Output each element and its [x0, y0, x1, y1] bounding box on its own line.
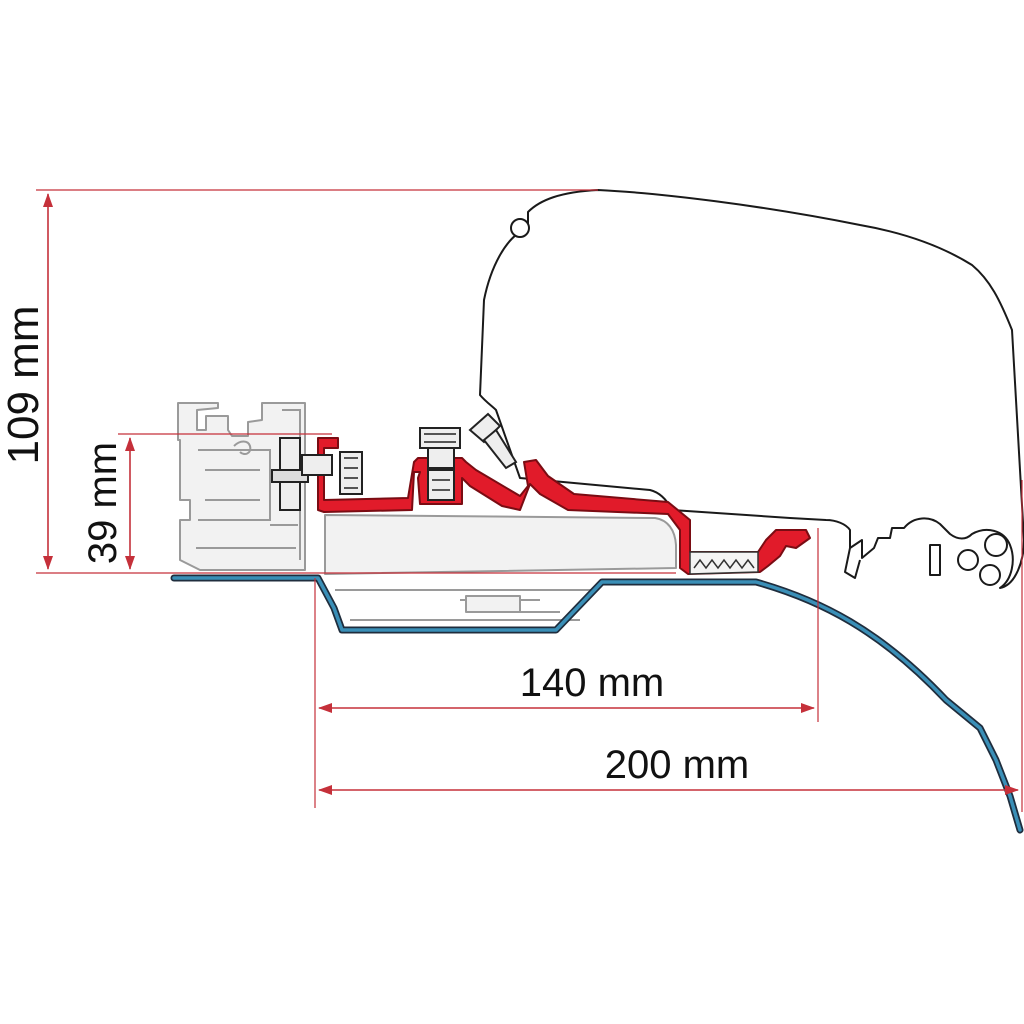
- dimension-width-outer: 200 mm: [318, 480, 1023, 812]
- adapter-body-ghost: [324, 514, 677, 621]
- dimension-height-adapter: 39 mm: [81, 433, 332, 570]
- rail-profile: [177, 402, 306, 571]
- set-screw: [468, 412, 518, 470]
- width-inner-label: 140 mm: [520, 661, 665, 705]
- awning-cassette: [479, 189, 1024, 589]
- height-total-label: 109 mm: [0, 306, 48, 465]
- dimension-width-inner: 140 mm: [314, 528, 819, 808]
- dimension-height-total: 109 mm: [0, 189, 676, 574]
- height-adapter-label: 39 mm: [81, 442, 125, 564]
- vehicle-roof-profile: [170, 574, 1024, 834]
- width-outer-label: 200 mm: [605, 743, 750, 787]
- bolt-left: [271, 437, 363, 511]
- bolt-center: [419, 427, 461, 501]
